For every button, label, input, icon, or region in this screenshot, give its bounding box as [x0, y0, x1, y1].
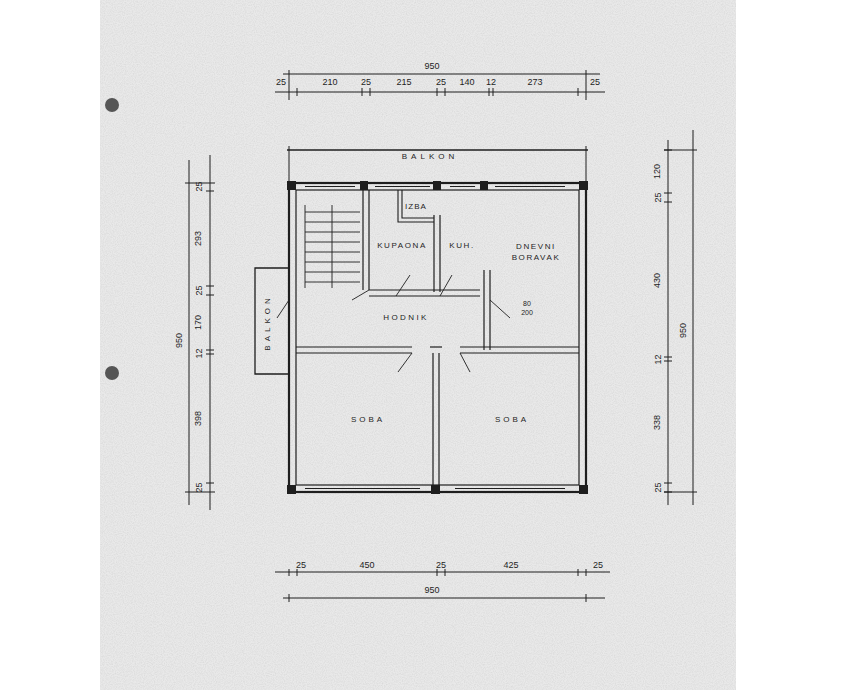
room-name: HODNIK: [383, 313, 429, 324]
dimension-number: 12: [194, 348, 203, 358]
dimension-number: 273: [527, 78, 542, 87]
paper-grain: [100, 0, 736, 690]
dimension-number: 950: [424, 586, 439, 595]
room-label: BALKON: [400, 151, 460, 164]
dimension-number: 80: [523, 300, 531, 307]
dimension-number: 25: [436, 561, 446, 570]
dimension-number: 25: [653, 192, 662, 202]
room-name: BALKON: [263, 294, 274, 350]
dimension-number: 25: [590, 78, 600, 87]
dimension-number: 140: [459, 78, 474, 87]
dimension-number: 210: [322, 78, 337, 87]
dimension-number: 25: [194, 482, 203, 492]
room-name: KUH.: [449, 241, 475, 252]
dimension-number: 293: [195, 230, 204, 245]
room-label: IZBA: [403, 201, 429, 214]
room-label: SOBA: [349, 414, 387, 427]
dimension-number: 25: [593, 561, 603, 570]
room-name: IZBA: [405, 202, 427, 213]
punch-hole: [105, 366, 119, 380]
dimension-number: 950: [680, 322, 689, 337]
dimension-number: 25: [653, 482, 662, 492]
dimension-number: 25: [276, 78, 286, 87]
dimension-number: 25: [296, 561, 306, 570]
room-label: KUPAONA: [375, 240, 429, 253]
dimension-number: 12: [486, 78, 496, 87]
dimension-number: 950: [176, 332, 185, 347]
dimension-number: 398: [195, 410, 204, 425]
walls: [255, 146, 588, 494]
dimension-number: 170: [195, 314, 204, 329]
dimension-number: 450: [359, 561, 374, 570]
dimension-number: 430: [654, 272, 663, 287]
room-label: HODNIK: [381, 312, 431, 325]
room-name: SOBA: [351, 415, 385, 426]
dimension-number: 425: [503, 561, 518, 570]
paper: [100, 0, 736, 690]
dimension-number: 200: [521, 309, 533, 316]
room-label: BALKON: [262, 292, 275, 352]
dimension-number: 120: [654, 163, 663, 178]
dimension-number: 950: [424, 62, 439, 71]
dimension-number: 25: [361, 78, 371, 87]
dimension-number: 25: [194, 285, 203, 295]
dimension-number: 25: [436, 78, 446, 87]
room-name: SOBA: [495, 415, 529, 426]
dimension-lines: [185, 70, 697, 602]
room-label: DNEVNI BORAVAK: [503, 241, 569, 265]
room-label: SOBA: [493, 414, 531, 427]
room-name: BALKON: [402, 152, 458, 163]
punch-hole: [105, 98, 119, 112]
room-label: KUH.: [447, 240, 477, 253]
dimension-number: 25: [194, 181, 203, 191]
room-name: DNEVNI BORAVAK: [505, 242, 567, 264]
dimension-number: 215: [396, 78, 411, 87]
room-name: KUPAONA: [377, 241, 427, 252]
dimension-number: 12: [653, 354, 662, 364]
dimension-number: 338: [654, 414, 663, 429]
